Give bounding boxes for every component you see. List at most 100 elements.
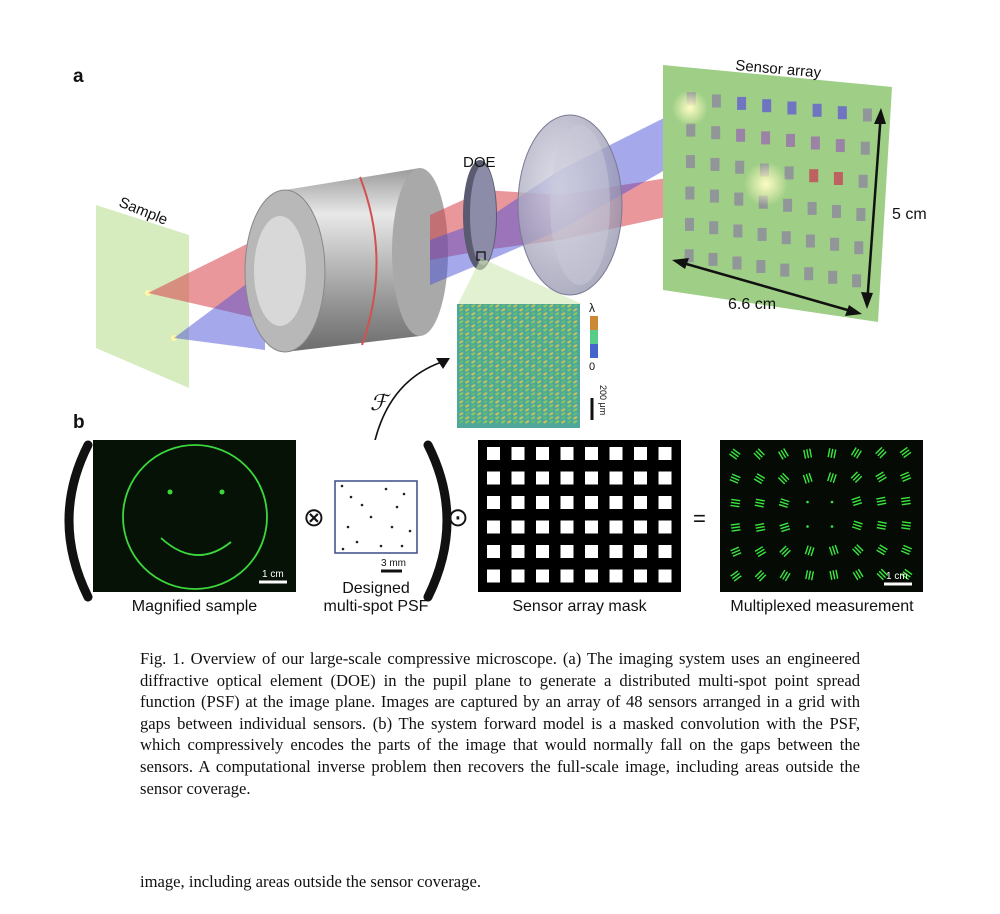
mask-square [511, 447, 525, 460]
mask-square [560, 447, 574, 460]
measurement-stroke [832, 474, 837, 484]
measurement-stroke [803, 449, 807, 459]
measurement-stroke [851, 526, 861, 531]
zero-label: 0 [589, 361, 595, 373]
mask-square [609, 545, 623, 558]
measurement-stroke [855, 570, 862, 579]
mask-square [487, 496, 500, 509]
mask-square [609, 569, 623, 583]
mask-square [658, 520, 672, 534]
measurement-stroke [777, 477, 786, 485]
sensor-square [737, 96, 747, 110]
mask-square [536, 471, 549, 485]
sensor-square [708, 252, 718, 266]
panel-a-letter: a [73, 66, 84, 87]
measurement-stroke [852, 571, 859, 581]
forward-model-row: 1 cm ⊗ 3 mm ⊙ = 1 cm [64, 440, 923, 602]
measurement-stroke [877, 523, 887, 527]
measurement-stroke [780, 525, 790, 530]
psf-spot [390, 525, 394, 529]
psf-caption-line2: multi-spot PSF [323, 598, 429, 615]
mask-square [487, 520, 500, 534]
measurement-stroke [828, 546, 833, 556]
sensor-square [828, 270, 838, 284]
measurement-stroke [780, 498, 790, 503]
sensor-square [856, 208, 866, 221]
measurement-stroke [877, 546, 887, 553]
psf-spot [402, 492, 406, 496]
psf-scale-label: 3 mm [381, 558, 406, 569]
sensor-square [804, 267, 814, 281]
measurement-stroke [756, 473, 766, 479]
measurement-stroke [753, 478, 763, 485]
measurement-stroke [827, 448, 831, 458]
measurement-stroke [902, 547, 911, 553]
mask-square [560, 520, 574, 534]
mask-square [511, 520, 525, 534]
mask-square [585, 520, 598, 534]
measurement-stroke [808, 472, 813, 482]
measurement-stroke [805, 570, 809, 580]
sensor-square [686, 123, 696, 137]
psf-spot [384, 487, 388, 491]
measurement-stroke [756, 528, 766, 532]
measurement-stroke [783, 549, 791, 558]
measurement-stroke [778, 503, 788, 509]
measurement-stroke [877, 520, 887, 525]
measurement-stroke [854, 546, 862, 554]
sensor-square [787, 101, 797, 115]
measurement-stroke [754, 546, 764, 552]
psf-caption-line1: Designed [342, 580, 410, 597]
measurement-stroke [832, 570, 836, 580]
sensor-square [685, 186, 695, 200]
measurement-stroke [779, 522, 789, 527]
panel-b-letter: b [73, 412, 85, 433]
magnified-sample-caption: Magnified sample [131, 598, 258, 615]
measurement-stroke [779, 569, 786, 579]
measurement-stroke [731, 498, 741, 502]
measurement-stroke [730, 504, 740, 508]
sensor-square [809, 169, 819, 183]
measurement-stroke [731, 473, 741, 479]
mask-square [511, 545, 525, 558]
mask-square [658, 496, 672, 509]
mask-square [585, 447, 598, 460]
measurement-stroke [900, 496, 911, 500]
sensor-square [780, 263, 790, 277]
sensor-square [860, 141, 870, 155]
mask-square [634, 545, 647, 558]
measurement-stroke [732, 552, 742, 557]
mask-square [585, 569, 598, 583]
measurement-stroke [730, 546, 740, 552]
psf-spot [340, 484, 344, 488]
mask-square [634, 447, 647, 460]
sensor-square [786, 133, 795, 147]
measurement-stroke [779, 501, 789, 506]
measurement-stroke [755, 501, 765, 505]
mask-square [634, 520, 647, 534]
mask-square [585, 496, 598, 509]
sensor-square [833, 172, 843, 185]
measurement-stroke [833, 449, 837, 459]
measurement-stroke [830, 448, 834, 458]
psf-spot [349, 495, 353, 499]
sensor-square [858, 174, 868, 188]
sensor-square [810, 136, 820, 150]
magnified-sample-image [93, 440, 296, 592]
fourier-symbol: ℱ [370, 390, 391, 415]
sensor-square [854, 241, 864, 255]
measurement-stroke [875, 446, 883, 455]
mask-square [585, 545, 598, 558]
measurement-caption: Multiplexed measurement [730, 598, 914, 615]
mask-square [609, 496, 623, 509]
measurement-stroke [755, 498, 765, 502]
measurement-stroke [901, 449, 910, 456]
measurement-scale-label: 1 cm [886, 571, 908, 582]
measurement-stroke [899, 446, 908, 454]
measurement-stroke [731, 549, 741, 555]
measurement-stroke [852, 548, 860, 556]
psf-spot [346, 525, 350, 529]
sensor-square [757, 227, 767, 241]
mask-square [609, 471, 623, 485]
measurement-stroke [901, 524, 911, 527]
